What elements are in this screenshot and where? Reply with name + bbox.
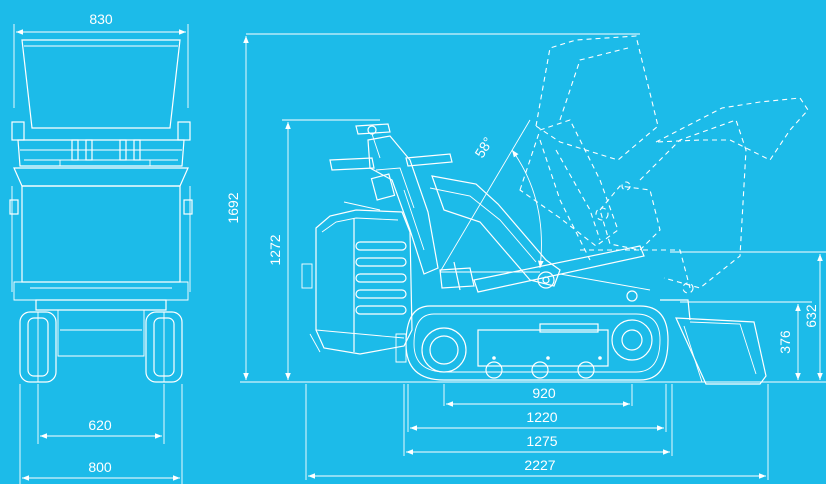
- dim-2227: 2227: [305, 384, 769, 480]
- front-view: 830: [9, 11, 193, 484]
- dim-2227-label: 2227: [524, 457, 555, 473]
- dim-800-label: 800: [88, 459, 112, 475]
- dim-1272: 1272: [267, 119, 380, 380]
- dim-920: 920: [443, 384, 633, 407]
- dim-1220: 1220: [407, 384, 667, 432]
- dim-632-label: 632: [803, 304, 819, 328]
- side-view: 1692 1272: [225, 33, 826, 480]
- front-chassis: [19, 299, 183, 383]
- raised-position-dashed: [519, 35, 809, 294]
- lift-arm: [429, 175, 651, 302]
- front-dump-bin: [9, 39, 193, 301]
- track-undercarriage: [395, 305, 669, 381]
- dim-620-label: 620: [88, 417, 112, 433]
- lowered-bucket: [660, 299, 767, 385]
- dim-620: 620: [37, 384, 165, 444]
- dim-1275-label: 1275: [526, 433, 557, 449]
- dim-376: 376: [680, 301, 812, 380]
- machine-body: [301, 209, 413, 355]
- dim-1275: 1275: [403, 384, 673, 456]
- dim-1272-label: 1272: [267, 234, 283, 265]
- dim-800: 800: [19, 384, 183, 484]
- angle-58: 58°: [439, 119, 544, 273]
- dim-376-label: 376: [777, 330, 793, 354]
- dim-830: 830: [13, 11, 189, 108]
- dim-830-label: 830: [89, 11, 113, 27]
- dim-1692-label: 1692: [225, 192, 241, 223]
- dim-632: 632: [670, 251, 826, 380]
- operator-tower: [329, 123, 453, 275]
- dim-1692: 1692: [225, 33, 640, 380]
- dim-1220-label: 1220: [526, 409, 557, 425]
- angle-58-label: 58°: [471, 134, 496, 160]
- dim-920-label: 920: [532, 385, 556, 401]
